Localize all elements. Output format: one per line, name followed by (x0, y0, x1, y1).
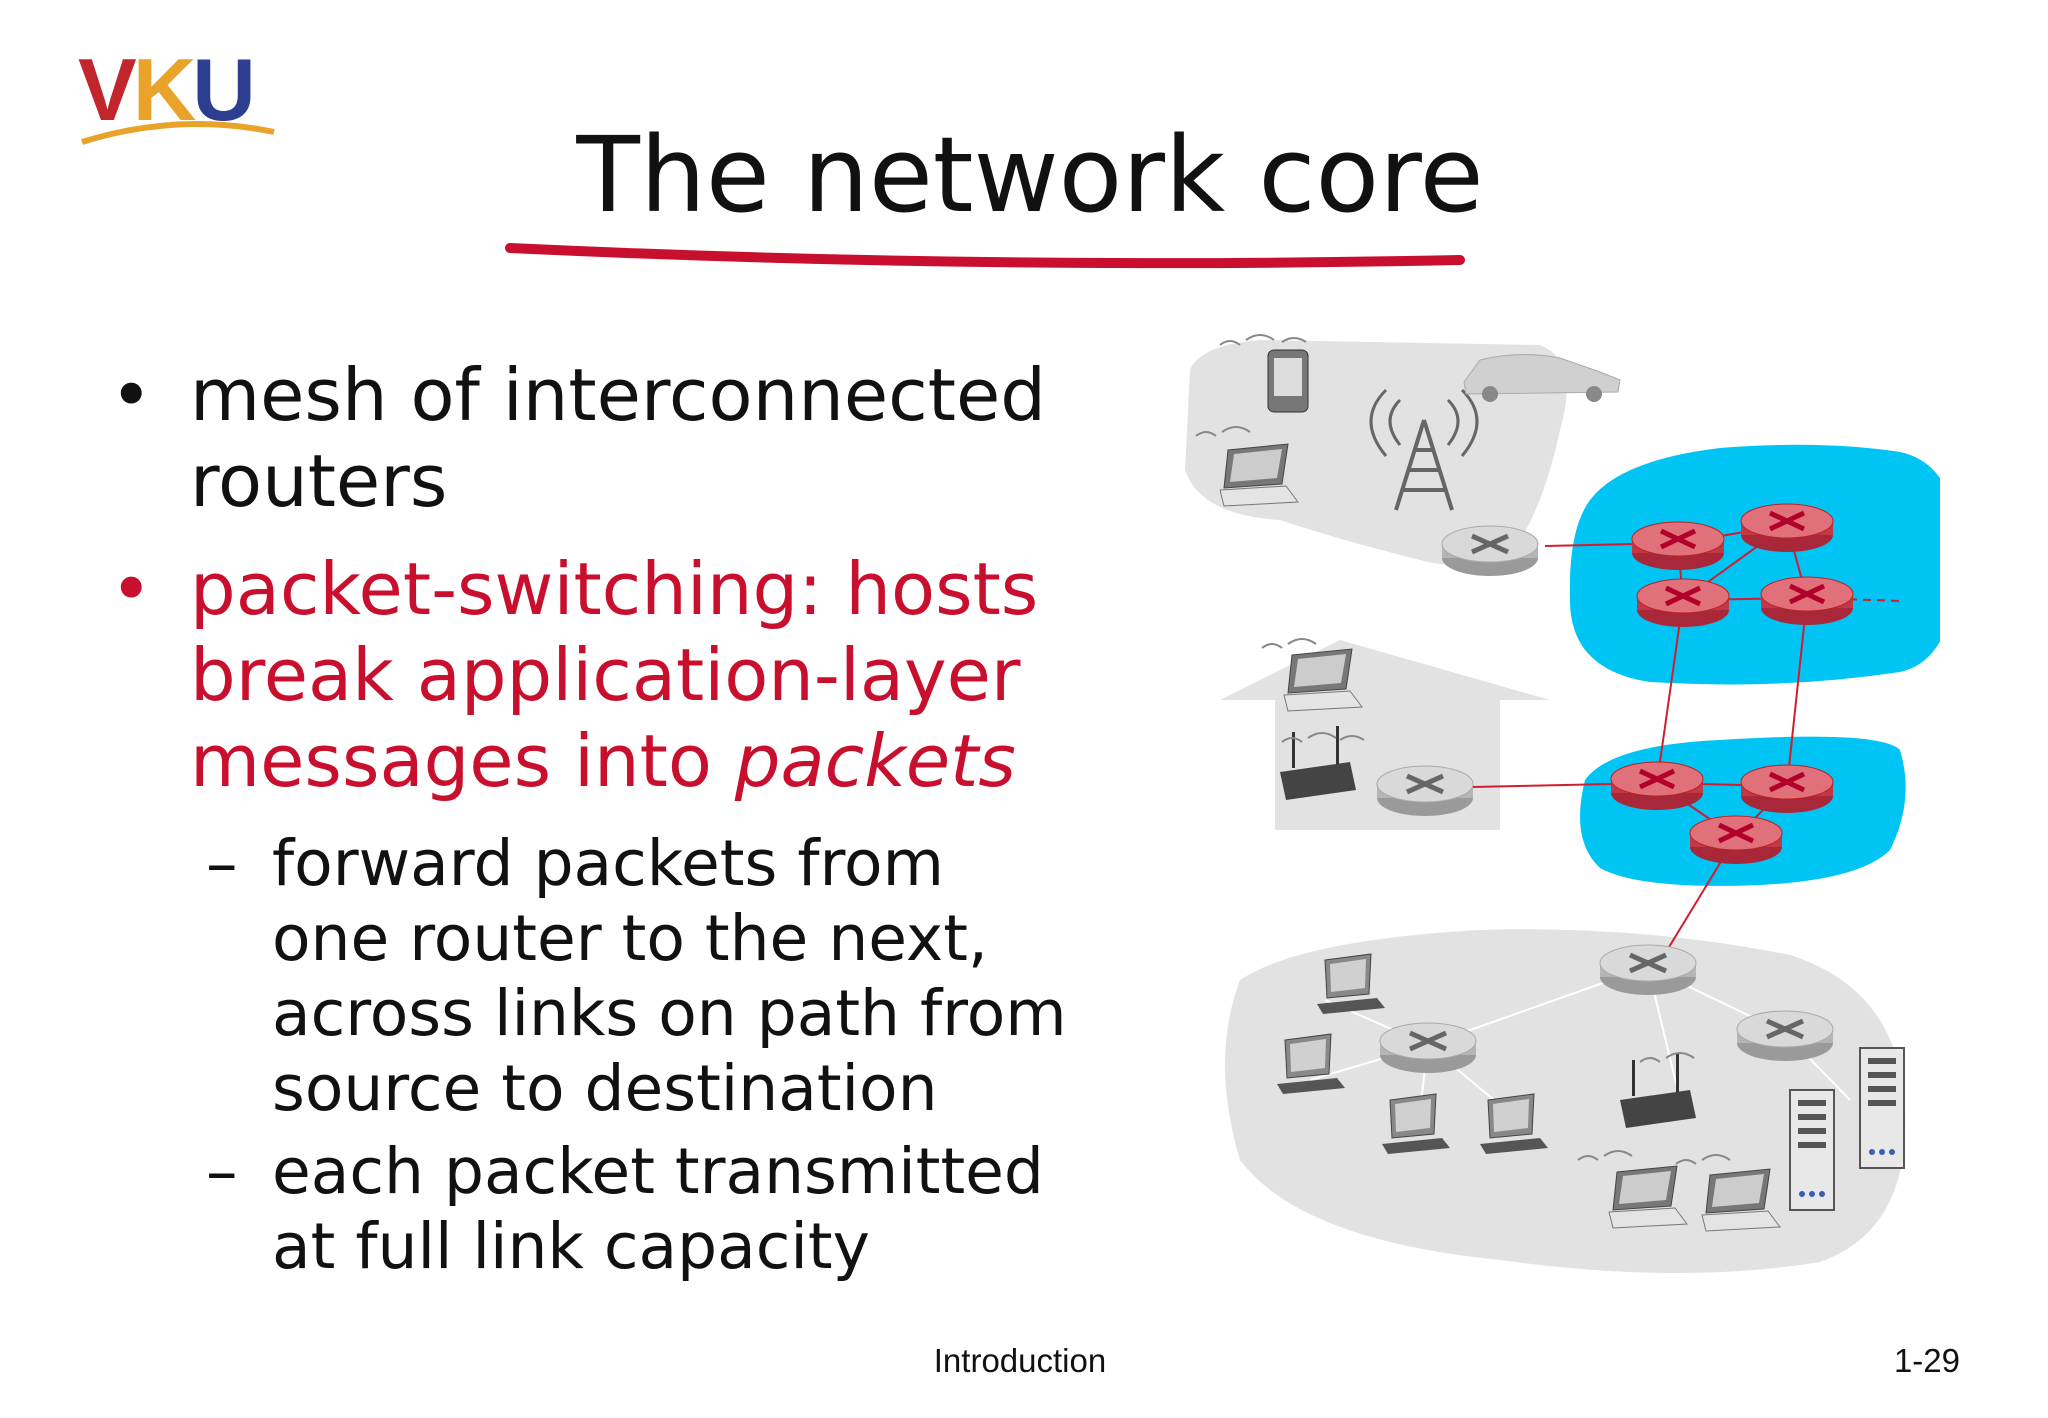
router-icon (1600, 945, 1696, 995)
subbullet-line: at full link capacity (272, 1210, 870, 1283)
core-router-icon (1741, 765, 1833, 813)
core-router-icon (1690, 816, 1782, 864)
core-router-icon (1741, 504, 1833, 552)
subbullet-full-capacity: – each packet transmitted at full link c… (110, 1134, 1070, 1284)
router-icon (1442, 526, 1538, 576)
core-router-icon (1632, 522, 1724, 570)
core-network-region (1569, 444, 1940, 685)
slide-title: The network core (576, 114, 1484, 236)
server-icon (1859, 1047, 1905, 1169)
subbullet-line: each packet transmitted (272, 1135, 1044, 1208)
subbullet-line: source to destination (272, 1052, 938, 1125)
subbullet-line: one router to the next, (272, 902, 988, 975)
bullet-line: break application-layer (190, 633, 1021, 717)
core-router-icon (1761, 577, 1853, 625)
bullet-packet-switching: • packet-switching: hosts break applicat… (110, 546, 1070, 804)
core-router-icon (1637, 579, 1729, 627)
bullet-dot: • (110, 547, 153, 631)
subbullet-dash: – (206, 1135, 238, 1208)
subbullet-dash: – (206, 827, 238, 900)
bullet-list: • mesh of interconnected routers • packe… (110, 352, 1070, 1284)
emphasis-packets: packets (734, 719, 1016, 803)
router-icon (1380, 1023, 1476, 1073)
bullet-line: messages into packets (190, 718, 1070, 804)
logo-swoosh (81, 121, 275, 145)
smartphone-icon (1267, 349, 1309, 413)
page-number: 1-29 (1893, 1342, 1960, 1379)
subbullet-line: forward packets from (272, 827, 944, 900)
car-icon (1463, 353, 1621, 402)
subbullet-line: across links on path from (272, 977, 1067, 1050)
logo-wordmark: VKU (78, 40, 256, 139)
bullet-line: routers (190, 439, 448, 523)
router-icon (1377, 766, 1473, 816)
bullet-line: packet-switching: hosts (190, 547, 1039, 631)
network-core-diagram (1185, 334, 1940, 1274)
bullet-mesh: • mesh of interconnected routers (110, 352, 1070, 524)
wireless-signal-icon (1195, 334, 1731, 1165)
core-router-icon (1611, 762, 1703, 810)
server-icon (1789, 1089, 1835, 1211)
subbullet-forward: – forward packets from one router to the… (110, 826, 1070, 1126)
bullet-line-text: messages into (190, 719, 735, 803)
footer-section-label: Introduction (933, 1342, 1107, 1379)
title-underline (505, 243, 1465, 269)
router-icon (1737, 1011, 1833, 1061)
bullet-line: mesh of interconnected (190, 353, 1046, 437)
bullet-dot: • (110, 353, 153, 437)
cell-tower-icon (1369, 388, 1479, 511)
vku-logo: VKU (78, 46, 278, 146)
